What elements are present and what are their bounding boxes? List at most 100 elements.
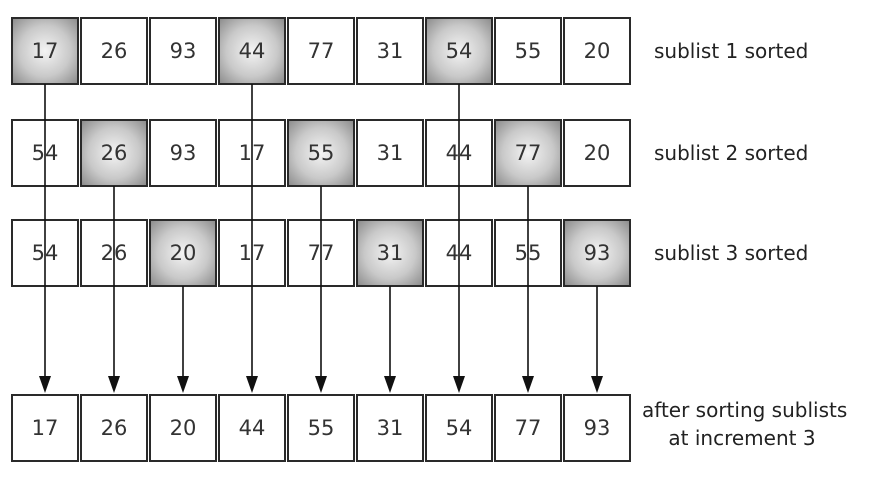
array-cell: 20 <box>563 17 631 85</box>
arrow-head <box>108 376 120 393</box>
cell-box <box>11 394 79 462</box>
cell-box <box>563 394 631 462</box>
array-cell: 31 <box>356 17 424 85</box>
array-cell: 93 <box>149 119 217 187</box>
cell-value: 55 <box>308 416 335 440</box>
cell-value: 26 <box>101 39 128 63</box>
array-cell: 55 <box>287 394 355 462</box>
cell-box <box>287 17 355 85</box>
cell-box <box>218 394 286 462</box>
cell-value: 26 <box>101 416 128 440</box>
sort-arrow <box>522 186 534 393</box>
cell-box <box>425 394 493 462</box>
cell-value: 31 <box>377 416 404 440</box>
arrow-head <box>591 376 603 393</box>
cell-value: 93 <box>584 416 611 440</box>
arrows-layer <box>39 84 603 393</box>
cell-box-highlighted <box>494 119 562 187</box>
cell-box <box>80 394 148 462</box>
row-label: sublist 2 sorted <box>654 141 808 165</box>
cell-value: 55 <box>308 141 335 165</box>
cell-box <box>494 394 562 462</box>
sort-arrow <box>591 286 603 393</box>
cell-box <box>149 119 217 187</box>
cell-box <box>356 119 424 187</box>
array-cell: 93 <box>149 17 217 85</box>
cell-value: 17 <box>32 39 59 63</box>
cell-value: 77 <box>308 39 335 63</box>
cell-value: 44 <box>239 416 266 440</box>
cell-box <box>80 17 148 85</box>
array-cell: 26 <box>80 119 148 187</box>
cell-value: 93 <box>170 141 197 165</box>
cell-box-highlighted <box>11 17 79 85</box>
arrow-head <box>453 376 465 393</box>
array-cell: 44 <box>218 17 286 85</box>
sort-arrow <box>246 84 258 393</box>
array-cell: 20 <box>149 219 217 287</box>
cell-box <box>563 119 631 187</box>
array-cell: 31 <box>356 219 424 287</box>
cell-box-highlighted <box>563 219 631 287</box>
cell-box-highlighted <box>287 119 355 187</box>
array-cell: 17 <box>11 17 79 85</box>
array-cell: 31 <box>356 119 424 187</box>
row-label: after sorting sublists <box>642 398 847 422</box>
arrow-head <box>39 376 51 393</box>
arrow-head <box>315 376 327 393</box>
array-row-4: 17 26 20 44 55 31 54 77 93 <box>11 394 631 462</box>
cell-box <box>494 17 562 85</box>
labels-layer: sublist 1 sorted sublist 2 sorted sublist … <box>642 39 847 450</box>
cell-value: 20 <box>584 39 611 63</box>
row-label: sublist 1 sorted <box>654 39 808 63</box>
cell-value: 93 <box>584 241 611 265</box>
row-label: at increment 3 <box>668 426 815 450</box>
cell-box <box>563 17 631 85</box>
row-label: sublist 3 sorted <box>654 241 808 265</box>
cell-value: 31 <box>377 141 404 165</box>
array-cell: 31 <box>356 394 424 462</box>
cell-box-highlighted <box>425 17 493 85</box>
array-cell: 55 <box>287 119 355 187</box>
array-cell: 93 <box>563 394 631 462</box>
cell-value: 31 <box>377 39 404 63</box>
cell-value: 17 <box>32 416 59 440</box>
cell-value: 54 <box>446 416 473 440</box>
arrow-head <box>177 376 189 393</box>
cell-value: 20 <box>170 416 197 440</box>
cell-value: 31 <box>377 241 404 265</box>
array-cell: 26 <box>80 394 148 462</box>
sort-arrow <box>39 84 51 393</box>
cell-box <box>287 394 355 462</box>
array-cell: 93 <box>563 219 631 287</box>
cell-box <box>356 17 424 85</box>
sort-arrow <box>315 186 327 393</box>
array-cell: 20 <box>563 119 631 187</box>
array-cell: 44 <box>218 394 286 462</box>
cell-value: 54 <box>446 39 473 63</box>
cell-box <box>356 394 424 462</box>
cell-box-highlighted <box>149 219 217 287</box>
arrow-head <box>246 376 258 393</box>
arrow-head <box>522 376 534 393</box>
sort-arrow <box>177 286 189 393</box>
cell-value: 20 <box>584 141 611 165</box>
cell-value: 93 <box>170 39 197 63</box>
sort-arrow <box>384 286 396 393</box>
array-cell: 77 <box>494 394 562 462</box>
cell-value: 26 <box>101 141 128 165</box>
array-cell: 77 <box>287 17 355 85</box>
cell-box <box>149 394 217 462</box>
cell-value: 20 <box>170 241 197 265</box>
cell-value: 44 <box>239 39 266 63</box>
array-cell: 54 <box>425 17 493 85</box>
array-cell: 17 <box>11 394 79 462</box>
sort-arrow <box>108 186 120 393</box>
array-cell: 77 <box>494 119 562 187</box>
cell-value: 77 <box>515 416 542 440</box>
sort-arrow <box>453 84 465 393</box>
cell-box-highlighted <box>80 119 148 187</box>
